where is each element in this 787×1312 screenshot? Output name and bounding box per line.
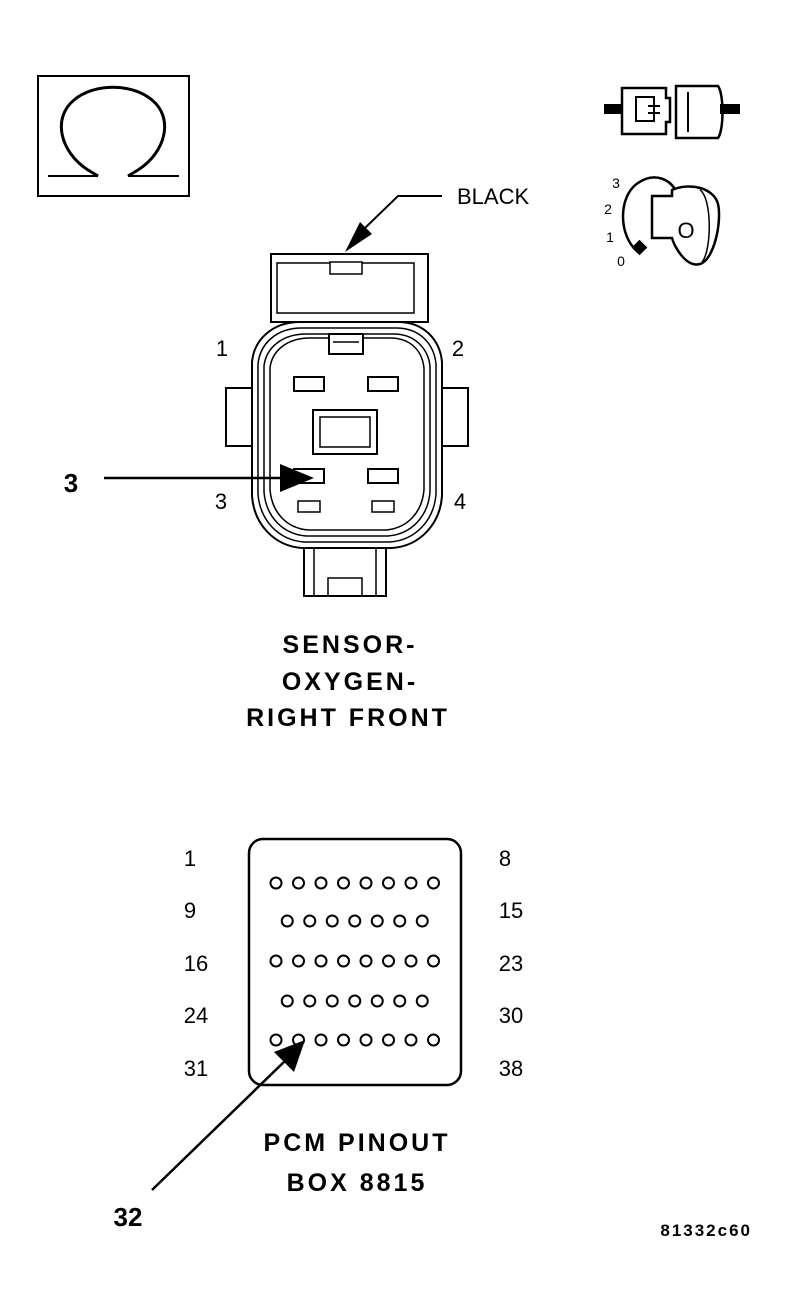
ignition-pos-1: 1 <box>606 229 614 245</box>
pcm-left-label-9: 9 <box>184 898 196 923</box>
connector-pin-label-4: 4 <box>454 489 466 514</box>
pcm-pin-24 <box>280 994 294 1008</box>
ohm-meter-icon <box>37 75 190 197</box>
connector-callout-number: 3 <box>64 468 78 498</box>
pcm-title-line-2: BOX 8815 <box>287 1169 428 1197</box>
pcm-pin-2 <box>292 876 305 890</box>
pcm-pin-4 <box>337 876 350 890</box>
pcm-pin-10 <box>303 914 317 928</box>
pcm-pin-15 <box>415 914 429 928</box>
pcm-pinout-box: 1 9 16 24 31 8 15 23 30 38 <box>184 837 523 1087</box>
pcm-pin-34 <box>337 1033 350 1047</box>
pcm-pin-36 <box>382 1033 395 1047</box>
connector-pin-label-3: 3 <box>215 489 227 514</box>
connector-pin-label-2: 2 <box>452 336 464 361</box>
pcm-right-label-8: 8 <box>499 846 511 871</box>
pcm-pin-grid <box>269 876 440 1047</box>
pcm-pin-29 <box>393 994 407 1008</box>
pcm-pin-23 <box>427 954 440 968</box>
ignition-pos-2: 2 <box>604 201 612 217</box>
pcm-left-label-24: 24 <box>184 1003 208 1028</box>
pcm-pin-28 <box>370 994 384 1008</box>
connector-title-line-2: OXYGEN- <box>282 668 418 696</box>
pcm-left-label-16: 16 <box>184 951 208 976</box>
pcm-pin-callout: 32 <box>114 1040 305 1232</box>
ignition-key-icon: O 3 2 1 0 <box>604 175 721 269</box>
pcm-pin-9 <box>280 914 294 928</box>
pcm-pin-17 <box>292 954 305 968</box>
pcm-pin-12 <box>348 914 362 928</box>
pcm-right-label-23: 23 <box>499 951 523 976</box>
pcm-pin-14 <box>393 914 407 928</box>
pcm-pin-25 <box>303 994 317 1008</box>
pcm-pin-5 <box>359 876 373 890</box>
connector-title-line-3: RIGHT FRONT <box>246 704 450 732</box>
pcm-pin-7 <box>404 876 418 890</box>
ignition-key-mark: O <box>677 218 694 243</box>
oxygen-sensor-connector: 1 2 3 4 <box>215 253 469 597</box>
pcm-left-label-31: 31 <box>184 1056 208 1081</box>
pcm-pin-27 <box>348 994 362 1008</box>
pcm-title: PCM PINOUT BOX 8815 <box>264 1129 451 1197</box>
pcm-pin-19 <box>337 954 350 968</box>
pcm-pin-22 <box>404 954 418 968</box>
pcm-pin-18 <box>314 954 328 968</box>
pcm-pin-16 <box>269 954 283 968</box>
ignition-pos-0: 0 <box>617 253 625 269</box>
ignition-pos-3: 3 <box>612 175 620 191</box>
pcm-pin-20 <box>359 954 373 968</box>
connector-pin-label-1: 1 <box>216 336 228 361</box>
pcm-pin-35 <box>359 1033 373 1047</box>
pcm-pin-11 <box>325 914 339 928</box>
pcm-callout-number: 32 <box>114 1202 143 1232</box>
pcm-pin-1 <box>269 876 283 890</box>
pcm-pin-6 <box>382 876 395 890</box>
pcm-title-line-1: PCM PINOUT <box>264 1129 451 1157</box>
pcm-pin-26 <box>325 994 339 1008</box>
black-color-callout: BLACK <box>345 184 529 252</box>
pcm-pin-33 <box>314 1033 328 1047</box>
connector-pin-callout: 3 <box>64 464 314 498</box>
connector-title-line-1: SENSOR- <box>283 631 418 659</box>
pcm-pin-21 <box>382 954 395 968</box>
connector-color-label: BLACK <box>457 184 529 209</box>
connector-title: SENSOR- OXYGEN- RIGHT FRONT <box>246 631 450 732</box>
pcm-right-label-30: 30 <box>499 1003 523 1028</box>
pcm-right-label-15: 15 <box>499 898 523 923</box>
unplug-connector-icon <box>604 84 740 140</box>
pcm-right-label-38: 38 <box>499 1056 523 1081</box>
pcm-pin-3 <box>314 876 328 890</box>
pcm-left-label-1: 1 <box>184 846 196 871</box>
figure-code: 81332c60 <box>660 1221 752 1240</box>
pcm-pin-8 <box>427 876 440 890</box>
pcm-pin-31 <box>269 1033 283 1047</box>
pcm-pin-37 <box>404 1033 418 1047</box>
pcm-pin-13 <box>370 914 384 928</box>
pcm-pin-38 <box>427 1033 440 1047</box>
pcm-pin-30 <box>415 994 429 1008</box>
